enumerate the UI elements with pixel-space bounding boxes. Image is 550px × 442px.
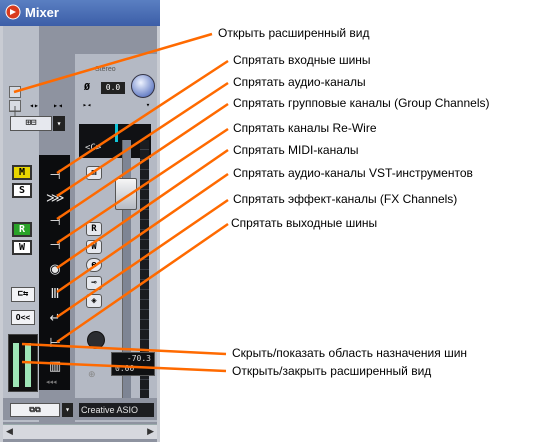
callout-line-rewire-channels <box>56 127 229 245</box>
callout-line-vsti-channels <box>56 172 229 294</box>
arrows-inward-icon[interactable]: ▸◂ <box>53 101 63 110</box>
callout-group-channels: Спрятать групповые каналы (Group Channel… <box>233 96 490 110</box>
cubase-logo-icon <box>5 4 21 20</box>
title-bar[interactable]: Mixer <box>0 0 160 26</box>
pan-value-field[interactable]: 0.0 <box>101 82 125 94</box>
window-layout-button[interactable]: ⧉⧉ <box>10 403 60 417</box>
callout-input-busses: Спрятать входные шины <box>233 53 371 67</box>
routing-meter-bar <box>13 343 19 387</box>
level-meter <box>140 140 149 400</box>
stereo-label: Stereo <box>95 66 116 73</box>
callout-rewire-channels: Спрятать каналы Re-Wire <box>233 121 377 135</box>
callout-fx-channels: Спрятать эффект-каналы (FX Channels) <box>233 192 458 206</box>
callout-line-routing-area <box>21 342 227 356</box>
hide-midi-channels-icon[interactable]: ◉ <box>49 262 61 277</box>
level-readout-value: 0.00 <box>115 364 135 373</box>
hide-rewire-channels-icon[interactable]: ⊣ <box>49 238 61 253</box>
scroll-arrows-icon[interactable]: ◂◂◂ <box>46 378 57 386</box>
horizontal-scrollbar[interactable]: ◀ ▶ <box>3 424 157 439</box>
callout-audio-channels: Спрятать аудио-каналы <box>233 75 366 89</box>
write-automation-button[interactable]: W <box>86 240 102 254</box>
scroll-right-arrow-icon[interactable]: ▶ <box>147 426 154 436</box>
phase-button[interactable]: Ø <box>83 82 91 93</box>
global-mute-button[interactable]: M <box>12 165 32 180</box>
level-meter-ticks <box>140 140 149 400</box>
level-readout-peak: -70.3 <box>126 354 151 363</box>
arrows-left-right-icon[interactable]: ◂▸ <box>29 101 39 110</box>
output-device-field[interactable]: Creative ASIO <box>79 403 154 417</box>
callout-line-fx-channels <box>56 198 229 319</box>
grid-view-icon[interactable] <box>9 100 21 116</box>
global-write-button[interactable]: W <box>12 240 32 255</box>
callout-midi-channels: Спрятать MIDI-каналы <box>233 143 359 157</box>
hide-group-channels-icon[interactable]: ⊣ <box>49 214 61 229</box>
callout-line-audio-channels <box>56 81 229 198</box>
scroll-left-arrow-icon[interactable]: ◀ <box>6 426 13 436</box>
callout-expand-view: Открыть расширенный вид <box>218 26 370 40</box>
pan-knob[interactable] <box>131 74 155 98</box>
callout-line-input-busses <box>56 59 229 175</box>
callout-line-midi-channels <box>56 148 229 270</box>
callout-line-output-busses <box>56 222 229 344</box>
view-presets-button[interactable]: ⊞⊟ <box>10 116 52 131</box>
strip-nav-arrows-icon[interactable]: ▸◂ <box>82 101 92 109</box>
global-read-button[interactable]: R <box>12 222 32 237</box>
routing-meter-bar <box>25 343 31 387</box>
routing-toggle-button[interactable]: ⊏⇆ <box>11 287 35 302</box>
callout-routing-area: Скрыть/показать область назначения шин <box>232 346 468 360</box>
channel-view-column <box>39 155 70 390</box>
callout-output-busses: Спрятать выходные шины <box>231 216 378 230</box>
hide-input-busses-icon[interactable]: ⊣ <box>49 168 61 183</box>
hide-output-busses-icon[interactable]: ⊢ <box>49 336 61 351</box>
eq-bypass-icon[interactable]: ◈ <box>86 294 102 308</box>
strip-dropdown[interactable]: ▾ <box>145 101 151 109</box>
callout-line-expand-view <box>13 32 213 94</box>
insert-bypass-icon[interactable]: ⊸ <box>86 276 102 290</box>
hide-vst-instrument-channels-icon[interactable]: Ⅲ <box>50 287 60 302</box>
global-solo-button[interactable]: S <box>12 183 32 198</box>
fader-link-icon[interactable]: ⊕ <box>88 370 96 380</box>
callout-extended-view: Открыть/закрыть расширенный вид <box>232 364 432 378</box>
window-layout-dropdown[interactable]: ▾ <box>62 403 73 417</box>
view-presets-dropdown[interactable]: ▾ <box>53 116 65 131</box>
callout-line-group-channels <box>56 102 229 221</box>
mixer-window: Mixer ◂▸ ▸◂ ⊞⊟ ▾ M S R W ⊏⇆ O<< ⊣ ⋙ ⊣ ⊣ … <box>0 0 160 442</box>
callout-vsti-channels: Спрятать аудио-каналы VST-инструментов <box>233 166 473 180</box>
level-readout-panel: -70.3 0.00 <box>111 352 155 376</box>
expand-toggle-button[interactable]: O<< <box>11 310 35 325</box>
read-automation-button[interactable]: R <box>86 222 102 236</box>
callout-line-extended-view <box>21 360 227 373</box>
hide-fx-channels-icon[interactable]: ↵ <box>49 311 61 326</box>
window-title: Mixer <box>25 5 59 20</box>
